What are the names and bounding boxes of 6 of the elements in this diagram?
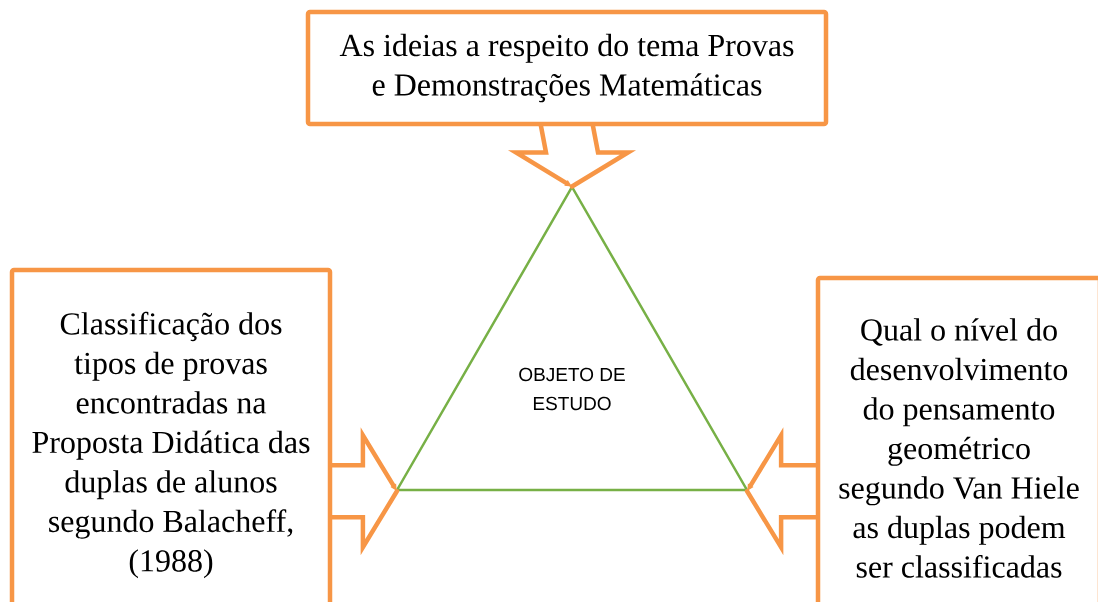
block-arrow [507, 124, 637, 189]
text-box: Classificação dos tipos de provas encontradas na Proposta Didática das duplas de alunos segundo Balacheff, (1988) [9, 267, 333, 602]
block-arrow [330, 427, 400, 556]
text-box: Qual o nível do desenvolvimento do pensamento geométrico segundo Van Hiele as duplas podem ser classificadas [815, 275, 1098, 602]
block-arrow [744, 427, 818, 556]
text-box: As ideias a respeito do tema Provas e Demonstrações Matemáticas [305, 9, 829, 127]
